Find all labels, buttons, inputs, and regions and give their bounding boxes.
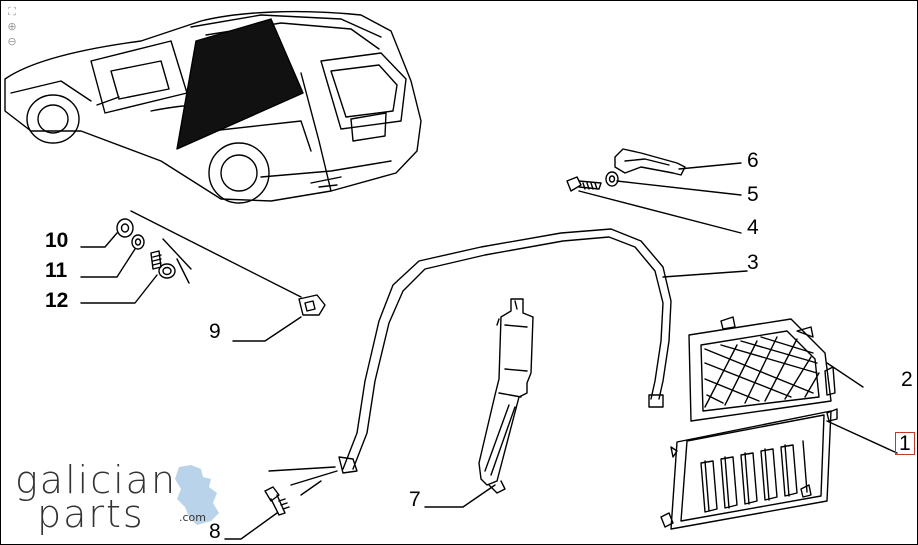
callout-11[interactable]: 11	[45, 259, 68, 282]
callout-4[interactable]: 4	[747, 216, 759, 239]
fit-icon[interactable]: ⛶	[8, 5, 16, 18]
part-3-frame-seal	[338, 228, 748, 474]
callout-5[interactable]: 5	[747, 183, 759, 206]
callout-10[interactable]: 10	[45, 229, 69, 252]
callout-2[interactable]: 2	[901, 368, 913, 391]
part-10-washer	[80, 218, 134, 248]
part-9-clip	[130, 210, 326, 342]
callout-9[interactable]: 9	[209, 320, 221, 343]
part-4-bolt	[566, 176, 742, 234]
callout-1[interactable]: 1	[895, 432, 915, 455]
callout-6[interactable]: 6	[747, 149, 759, 172]
callout-7[interactable]: 7	[409, 488, 421, 511]
callout-3[interactable]: 3	[747, 251, 759, 274]
galicia-map-icon	[175, 465, 219, 525]
callout-8[interactable]: 8	[209, 520, 221, 543]
logo-dotcom: .com	[179, 511, 206, 524]
zoom-out-icon[interactable]: ⊖	[7, 35, 17, 48]
part-6-bracket	[614, 148, 742, 176]
part-7-pillar-bracket	[424, 298, 534, 508]
part-8-bolt	[224, 466, 338, 540]
part-12-bolt	[80, 238, 192, 304]
zoom-toolbar: ⛶ ⊕ ⊖	[5, 5, 19, 49]
zoom-in-icon[interactable]: ⊕	[7, 20, 17, 33]
part-11-washer	[80, 234, 145, 278]
logo-text-line2: parts	[37, 492, 145, 536]
part-1-grille-panel	[660, 408, 898, 530]
logo-text-line1: galician	[15, 458, 178, 502]
window-glass-highlight	[176, 18, 304, 150]
part-2-side-glass	[688, 316, 864, 422]
part-5-washer	[605, 171, 742, 196]
galicianparts-logo: galician parts .com	[15, 458, 219, 536]
callout-12[interactable]: 12	[45, 289, 69, 312]
